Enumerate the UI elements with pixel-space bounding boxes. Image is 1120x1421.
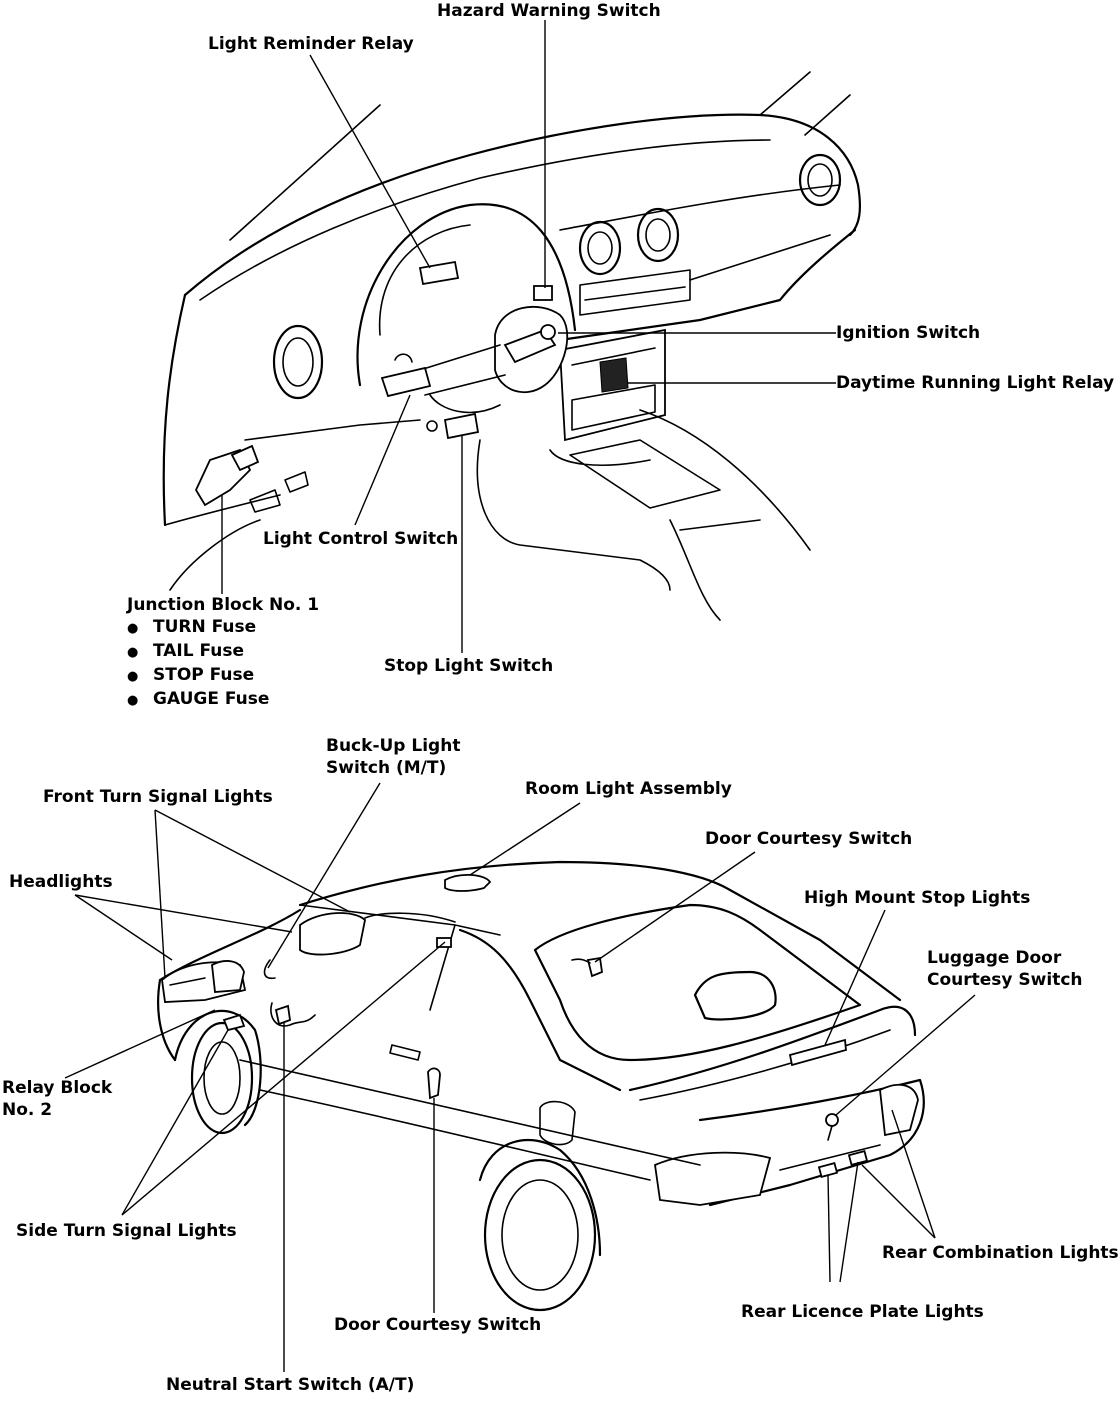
label-light-control-switch: Light Control Switch: [263, 529, 459, 549]
label-hazard-warning-switch: Hazard Warning Switch: [437, 1, 661, 21]
dashboard-illustration: [162, 71, 861, 621]
label-headlights: Headlights: [9, 872, 113, 892]
label-ignition-switch: Ignition Switch: [836, 323, 981, 343]
junction-block-label: Junction Block No. 1 TURN Fuse TAIL Fuse…: [127, 594, 319, 712]
label-relay-line1: Relay Block: [2, 1078, 113, 1098]
car-illustration: [157, 860, 925, 1312]
label-stop-light-switch: Stop Light Switch: [384, 656, 554, 676]
label-room-light-assembly: Room Light Assembly: [525, 779, 732, 799]
label-luggage-line1: Luggage Door: [927, 948, 1062, 968]
label-high-mount-stop-lights: High Mount Stop Lights: [804, 888, 1031, 908]
fuse-item-tail: TAIL Fuse: [127, 640, 319, 664]
label-light-reminder-relay: Light Reminder Relay: [208, 34, 414, 54]
fuse-item-turn: TURN Fuse: [127, 616, 319, 640]
fuse-item-gauge: GAUGE Fuse: [127, 688, 319, 712]
fuse-item-stop: STOP Fuse: [127, 664, 319, 688]
label-neutral-start-switch: Neutral Start Switch (A/T): [166, 1375, 415, 1395]
label-front-turn-signal-lights: Front Turn Signal Lights: [43, 787, 273, 807]
label-relay-line2: No. 2: [2, 1100, 53, 1120]
label-door-courtesy-switch-top: Door Courtesy Switch: [705, 829, 913, 849]
label-relay-block-no-2: Relay Block No. 2: [2, 1077, 112, 1121]
leader-lines: [64, 20, 976, 1372]
label-buck-up-light-switch: Buck-Up Light Switch (M/T): [326, 735, 460, 779]
label-rear-combination-lights: Rear Combination Lights: [882, 1243, 1119, 1263]
label-buck-up-line2: Switch (M/T): [326, 758, 447, 778]
label-luggage-line2: Courtesy Switch: [927, 970, 1083, 990]
junction-block-title: Junction Block No. 1: [127, 595, 320, 615]
label-side-turn-signal-lights: Side Turn Signal Lights: [16, 1221, 237, 1241]
label-luggage-door-courtesy-switch: Luggage Door Courtesy Switch: [927, 947, 1083, 991]
label-buck-up-line1: Buck-Up Light: [326, 736, 461, 756]
label-rear-licence-plate-lights: Rear Licence Plate Lights: [741, 1302, 984, 1322]
label-daytime-running-light-relay: Daytime Running Light Relay: [836, 373, 1115, 393]
label-door-courtesy-switch-bottom: Door Courtesy Switch: [334, 1315, 542, 1335]
